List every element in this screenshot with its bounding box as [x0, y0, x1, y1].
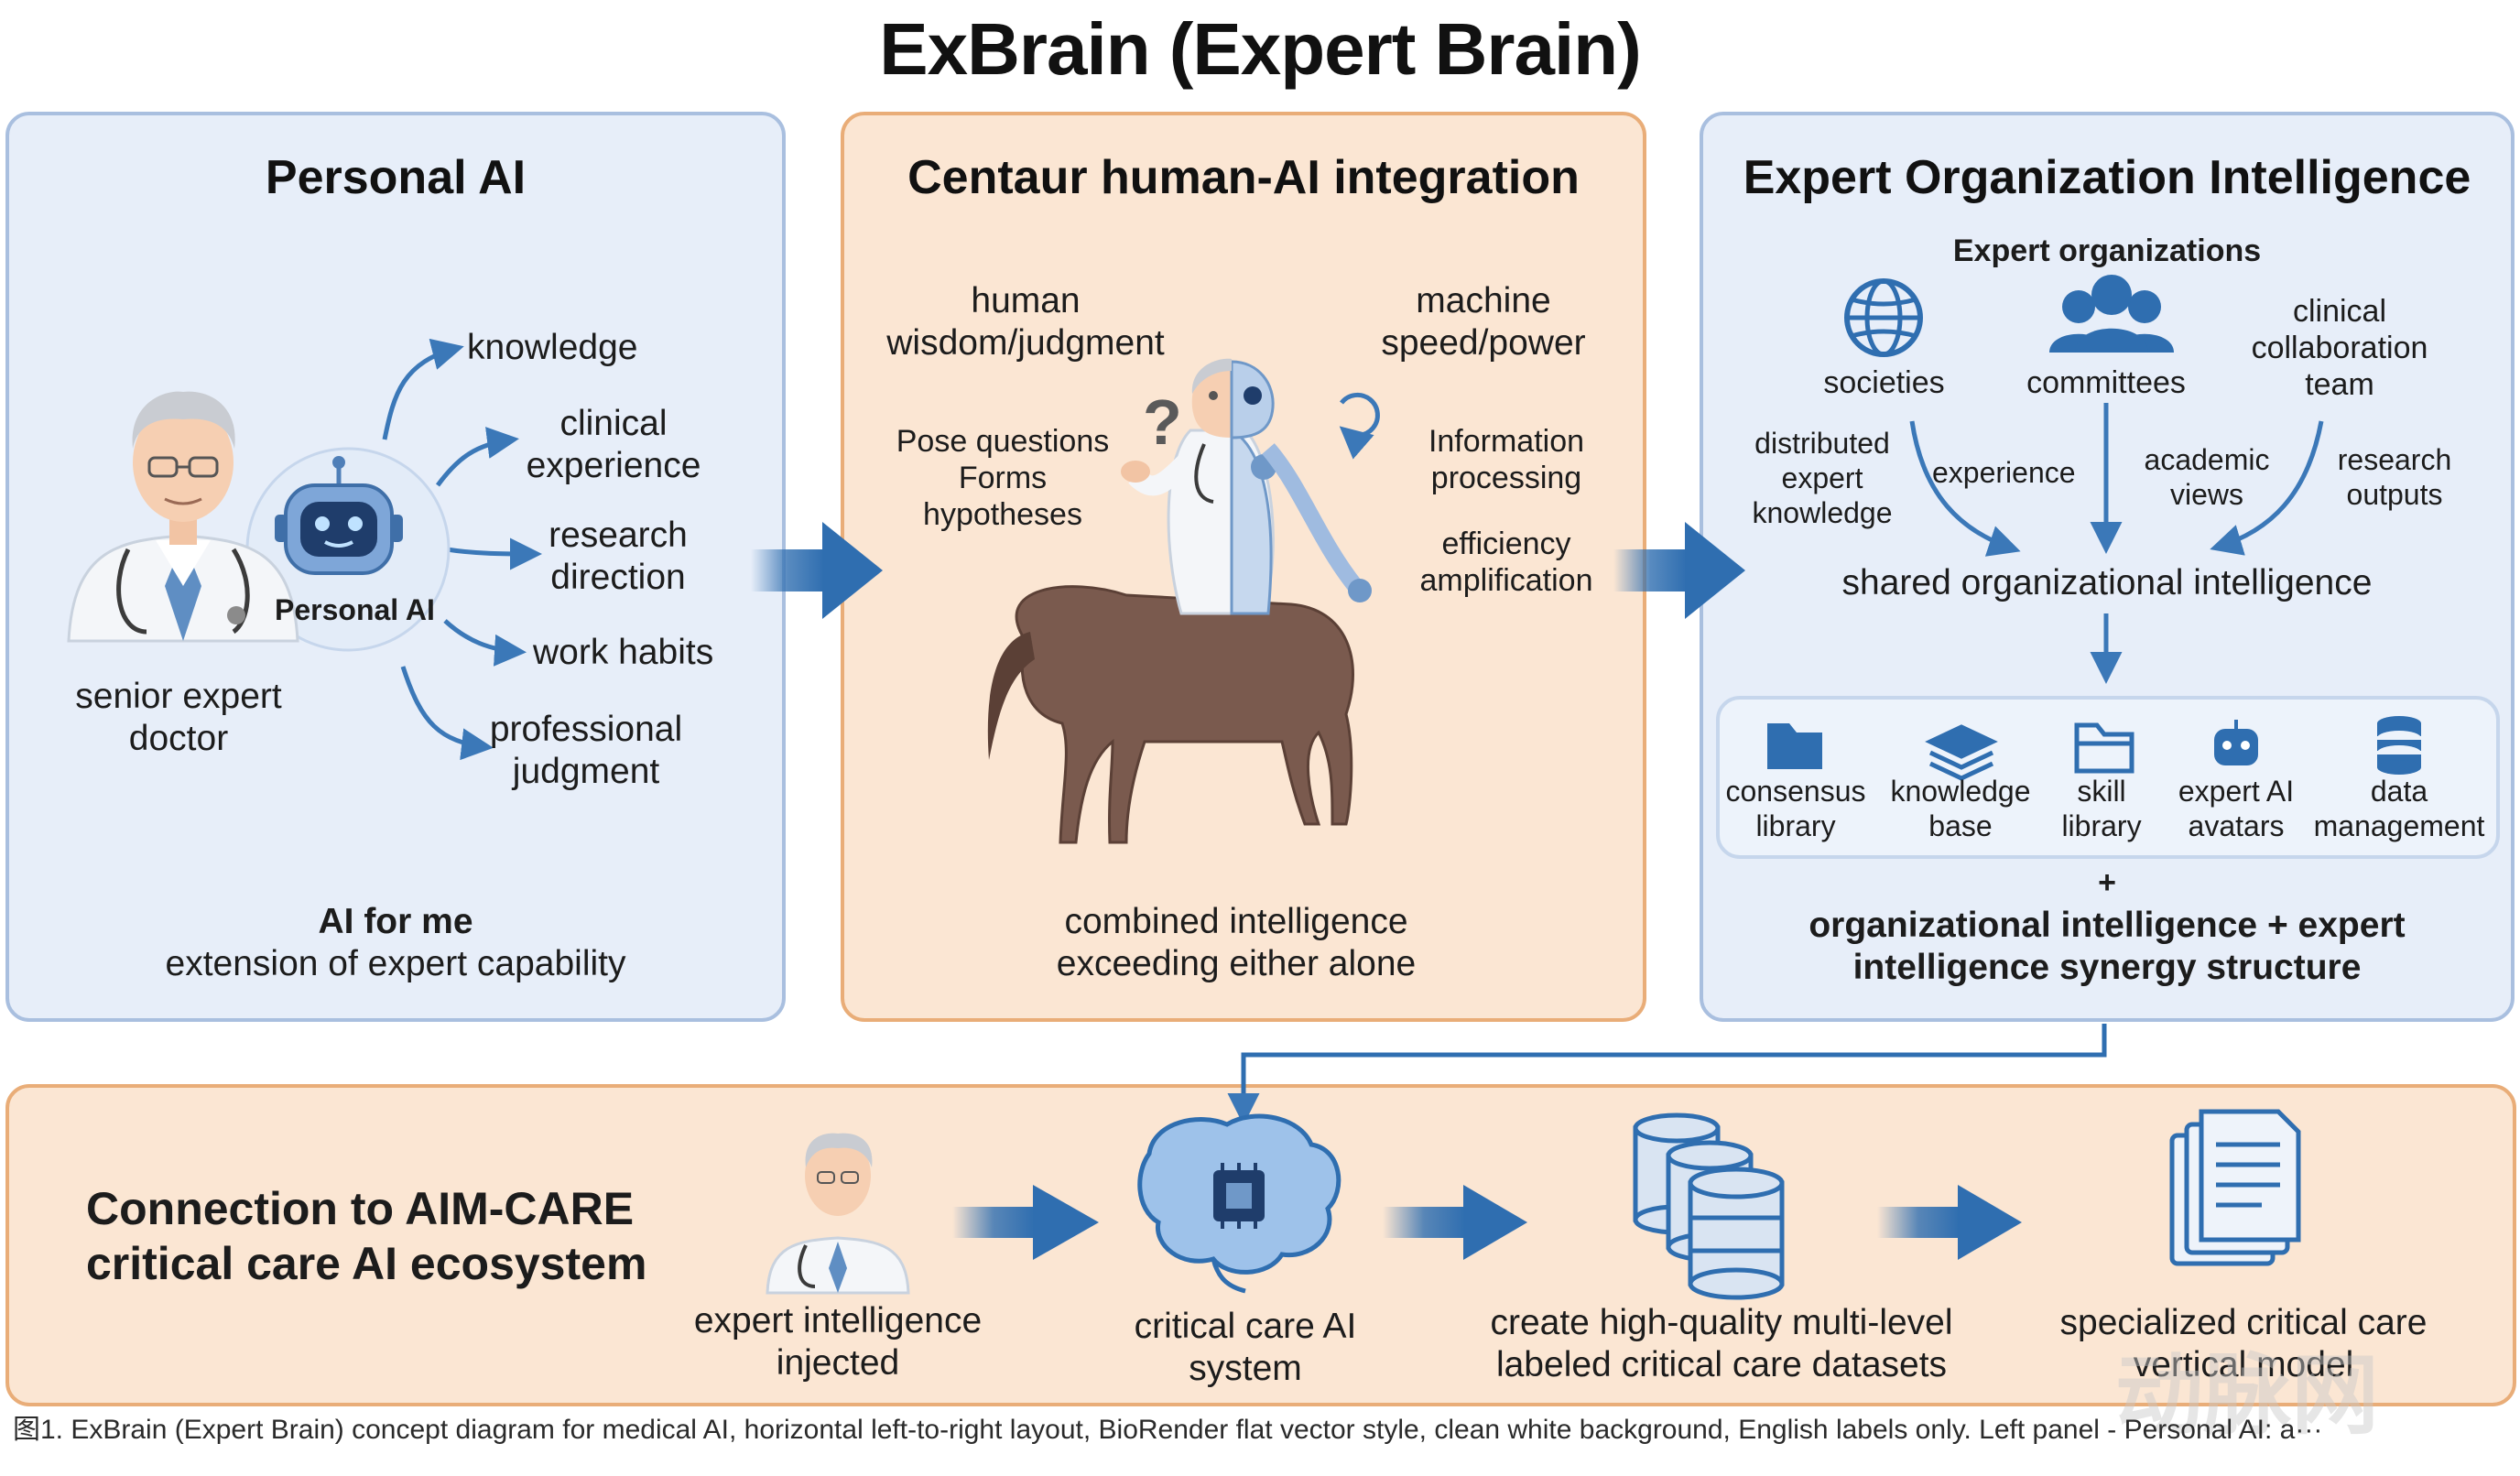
personal-ai-footer-bold: AI for me: [318, 902, 473, 941]
efficiency-amplification-label: efficiency amplification: [1419, 526, 1593, 599]
plus-sign: +: [2098, 865, 2116, 900]
asset-expert-ai-avatars: expert AI avatars: [2178, 775, 2295, 842]
machine-speed-label: machine speed/power: [1381, 281, 1586, 364]
question-mark: ?: [1143, 386, 1182, 458]
synergy-label: organizational intelligence + expert int…: [1809, 906, 2406, 988]
org-to-aimcare-connector: [1227, 1024, 2107, 1125]
input-experience: experience: [1932, 456, 2076, 489]
aimcare-title: Connection to AIM-CARE critical care AI …: [86, 1183, 647, 1289]
shared-org-intelligence: shared organizational intelligence: [1841, 563, 2373, 602]
robot-avatar-icon: [2214, 720, 2258, 765]
small-doctor-illustration: [766, 1133, 910, 1295]
asset-knowledge-base: knowledge base: [1890, 775, 2031, 842]
step-create-datasets: create high-quality multi-level labeled …: [1490, 1303, 1953, 1385]
branch-professional-judgment: professional judgment: [489, 710, 683, 792]
asset-consensus-library: consensus library: [1725, 775, 1866, 842]
step-expert-intelligence: expert intelligence injected: [693, 1301, 983, 1384]
personal-ai-footer: extension of expert capability: [165, 944, 626, 983]
watermark: 动脉网: [2115, 1347, 2379, 1445]
centaur-illustration: [987, 358, 1380, 844]
brain-chip-icon: [1137, 1113, 1341, 1294]
arrow-centaur-to-org: [1613, 522, 1745, 619]
step-critical-care-ai: critical care AI system: [1134, 1307, 1357, 1389]
folder-icon: [1767, 723, 1822, 769]
figure-caption: 图1. ExBrain (Expert Brain) concept diagr…: [13, 1415, 2323, 1445]
human-wisdom-label: human wisdom/judgment: [886, 281, 1165, 364]
datasets-database-icon: [1633, 1112, 1785, 1300]
aimcare-arrow-1: [952, 1185, 1099, 1260]
senior-doctor-illustration: [67, 391, 299, 643]
input-research-outputs: research outputs: [2337, 443, 2452, 511]
input-distributed-knowledge: distributed expert knowledge: [1752, 427, 1893, 529]
database-icon: [2377, 716, 2421, 775]
step-vertical-model: specialized critical care vertical model: [2059, 1303, 2428, 1385]
centaur-footer: combined intelligence exceeding either a…: [1056, 902, 1417, 984]
information-processing-label: Information processing: [1428, 424, 1585, 496]
org-inputs-arrows: [1909, 403, 2324, 557]
committee-people-icon: [2049, 275, 2174, 353]
documents-stack-icon: [2169, 1109, 2301, 1266]
branch-knowledge: knowledge: [467, 328, 638, 367]
asset-skill-library: skill library: [2061, 775, 2142, 842]
input-academic-views: academic views: [2144, 443, 2270, 511]
stacked-books-icon: [1925, 724, 1998, 781]
org-title: Expert Organization Intelligence: [1743, 151, 2471, 204]
arrow-personal-to-centaur: [751, 522, 883, 619]
org-subtitle: Expert organizations: [1952, 233, 2262, 268]
aimcare-arrow-2: [1383, 1185, 1527, 1260]
globe-icon: [1844, 278, 1923, 357]
branch-clinical-experience: clinical experience: [526, 404, 701, 486]
page-title: ExBrain (Expert Brain): [879, 8, 1642, 90]
personal-ai-branches: [382, 338, 542, 761]
aimcare-arrow-3: [1877, 1185, 2022, 1260]
source-clinical-team: clinical collaboration team: [2251, 294, 2428, 403]
branch-work-habits: work habits: [533, 633, 714, 672]
asset-data-management: data management: [2313, 775, 2485, 842]
assets-box: [1716, 696, 2500, 859]
branch-research-direction: research direction: [549, 516, 688, 598]
personal-ai-robot-illustration: [275, 456, 403, 575]
source-committees: committees: [2026, 365, 2186, 400]
centaur-title: Centaur human-AI integration: [907, 151, 1580, 204]
human-tasks-label: Pose questions Forms hypotheses: [896, 424, 1110, 533]
open-folder-icon: [2074, 722, 2134, 774]
personal-ai-robot-label: Personal AI: [275, 593, 435, 626]
source-societies: societies: [1823, 365, 1945, 400]
personal-ai-title: Personal AI: [265, 151, 527, 204]
senior-doctor-label: senior expert doctor: [75, 677, 282, 759]
